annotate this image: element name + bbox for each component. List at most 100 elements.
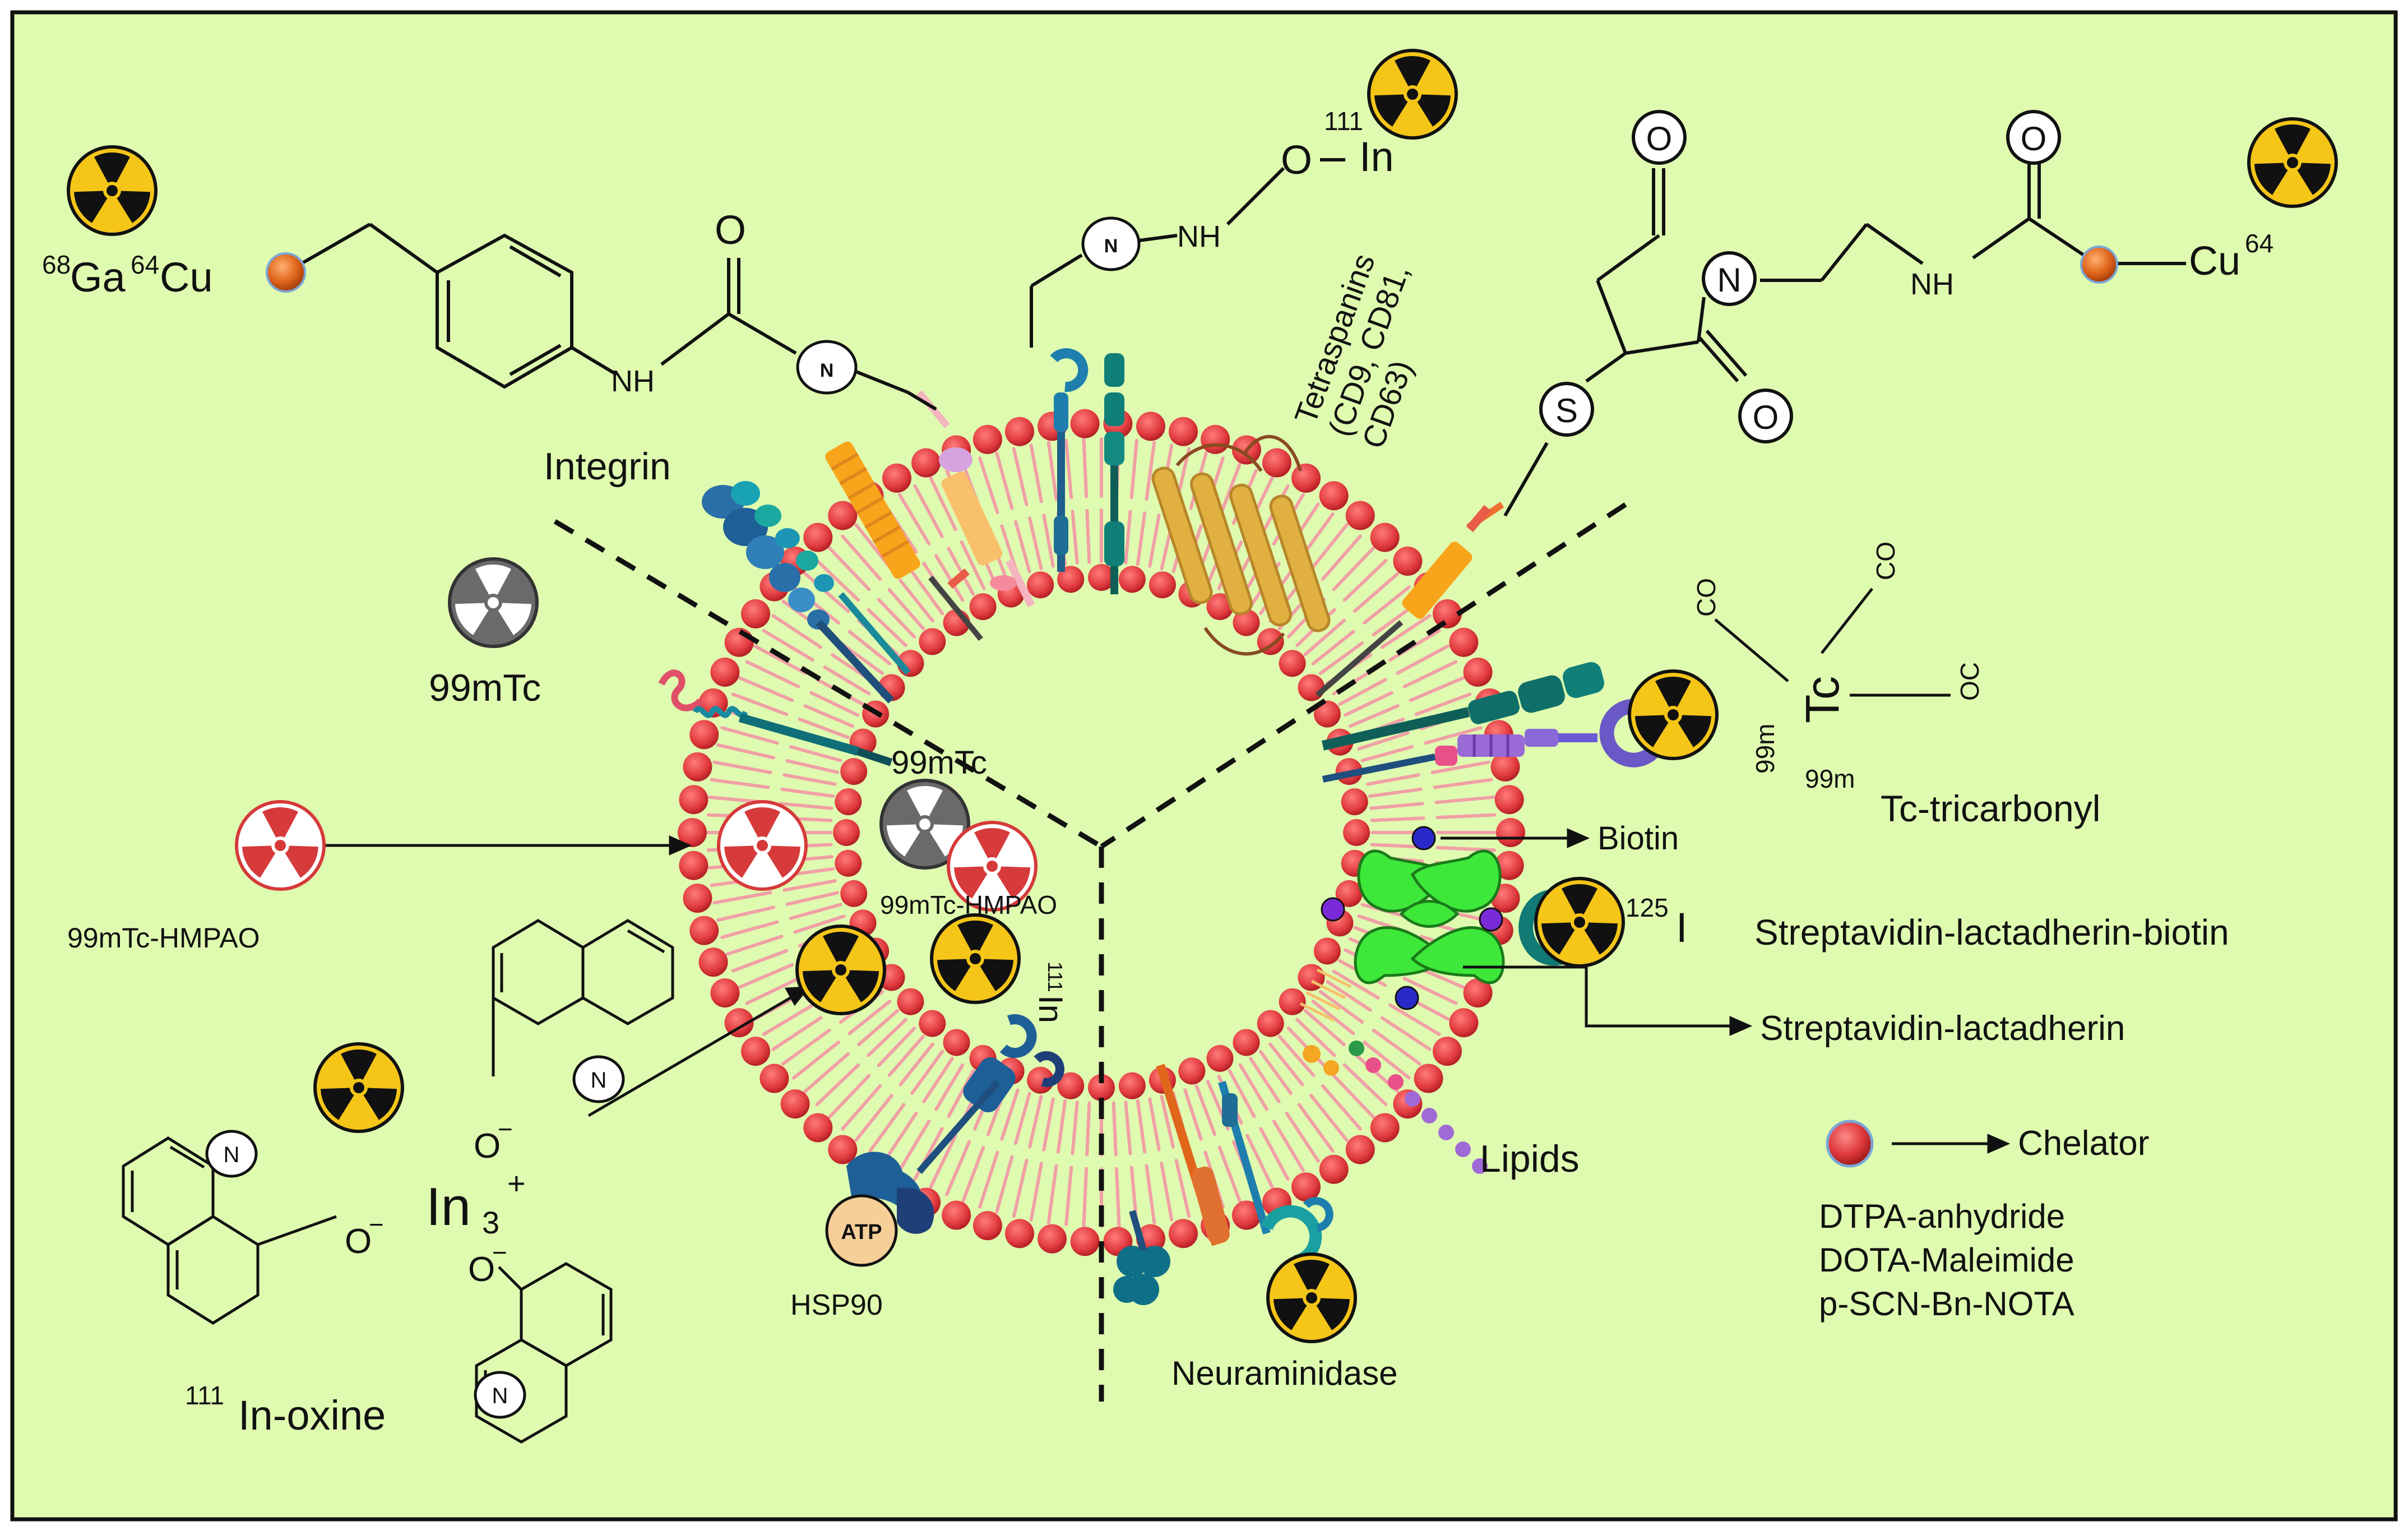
- chem-top: [1030, 158, 1345, 348]
- streptavidin-lactadherin-label: Streptavidin-lactadherin: [1760, 1009, 2125, 1048]
- oxine-left: [122, 1136, 337, 1325]
- in111-label: In: [1359, 133, 1394, 180]
- o-circle-maleimide-bottom: [1738, 389, 1793, 443]
- hsp90-label: HSP90: [790, 1289, 883, 1321]
- o-maleimide-top: O: [1646, 120, 1673, 158]
- receptor-orange-2: [916, 390, 1035, 608]
- chelator-list-3: p-SCN-Bn-NOTA: [1819, 1285, 2074, 1323]
- wavy-receptor: [658, 669, 893, 766]
- o-minus-1: O: [474, 1127, 501, 1166]
- cu-label: Cu: [160, 254, 213, 300]
- i125-label: I: [1676, 904, 1688, 951]
- o-circle-maleimide-top: [1632, 110, 1687, 165]
- n-left: N: [820, 360, 834, 381]
- chem-right: [1503, 163, 2186, 517]
- tc-oc: OC: [1955, 662, 1984, 701]
- o-minus-3-charge: −: [492, 1238, 507, 1267]
- radiation-icon-in111-center: [932, 915, 1019, 1002]
- tc-center-label: 99mTc: [891, 745, 987, 781]
- receptor-purple-right: [1322, 699, 1659, 783]
- hsp90-protein: [846, 1014, 1064, 1234]
- in-oxine-sup: 111: [185, 1381, 224, 1410]
- ga-sup: 68: [42, 250, 71, 279]
- receptor-teal-column: [1104, 353, 1124, 594]
- tc-left-label: 99mTc: [429, 667, 541, 709]
- in3-sub: 3: [482, 1205, 499, 1240]
- n-maleimide: N: [1717, 261, 1741, 299]
- radiation-icon-hmpao-membrane: [719, 802, 806, 889]
- n-circle-quin-2: [205, 1130, 258, 1178]
- chelator-label: Chelator: [2018, 1124, 2149, 1163]
- receptor-teal-right: [1321, 662, 1605, 751]
- in-vertical: In: [1032, 995, 1069, 1023]
- chelator-legend-ball: [1826, 1120, 1874, 1168]
- oxine-top: [492, 919, 674, 1076]
- s-thiol: S: [1555, 392, 1578, 429]
- streptavidin-lactadherin-biotin-label: Streptavidin-lactadherin-biotin: [1754, 912, 2229, 953]
- nh-top: NH: [1177, 220, 1221, 253]
- chelator-list-2: DOTA-Maleimide: [1819, 1241, 2074, 1279]
- cu-sup: 64: [131, 250, 159, 279]
- n-circle-top: [1081, 216, 1141, 271]
- biotin-label: Biotin: [1597, 820, 1679, 857]
- radiation-icon-99mtc-grey: [450, 559, 537, 646]
- o-circle-right: [2006, 110, 2061, 165]
- tetraspanin-protein: [1151, 434, 1331, 656]
- in-oxine-label: In-oxine: [238, 1392, 386, 1439]
- tc-sup: 99m: [1751, 724, 1780, 774]
- tc-complex: CO CO OC Tc 99m: [1692, 542, 1984, 774]
- in-vertical-label: 111 In: [1032, 961, 1069, 1023]
- radiation-icon-membrane-yellow: [797, 926, 885, 1014]
- tc-tricarbonyl-label: Tc-tricarbonyl: [1881, 788, 2100, 829]
- n-quin-1: N: [591, 1068, 607, 1093]
- chelator-ball-right: [2080, 246, 2118, 284]
- o-maleimide-bottom: O: [1753, 399, 1779, 436]
- nh-right: NH: [1910, 267, 1954, 301]
- radiation-icon-oxine: [315, 1044, 402, 1131]
- n-quin-2: N: [224, 1143, 240, 1167]
- lipid-chain: [1299, 968, 1488, 1174]
- integrin-label: Integrin: [544, 445, 671, 488]
- radiation-icon-hmpao-red: [237, 802, 324, 889]
- n-quin-3: N: [492, 1384, 508, 1408]
- chelator-ball-left: [266, 252, 306, 293]
- o-minus-3: O: [468, 1250, 495, 1289]
- radiation-icon-tc-right: [1629, 671, 1717, 759]
- i125-sup: 125: [1626, 893, 1669, 922]
- n-circle-quin-3: [474, 1371, 526, 1419]
- sector-dividers: [553, 502, 1627, 1402]
- o-minus-2-charge: −: [369, 1210, 384, 1239]
- in3-label: In: [426, 1177, 471, 1237]
- nh-left: NH: [611, 364, 655, 398]
- tc-hmpao-center-label: 99mTc-HMPAO: [880, 890, 1057, 919]
- in-vertical-sup: 111: [1044, 961, 1067, 992]
- integrin-protein: [702, 481, 911, 704]
- o-top: O: [1281, 138, 1312, 183]
- radiation-icon-neuraminidase: [1268, 1254, 1355, 1342]
- tc-tricarbonyl-bonds: [1714, 588, 1951, 697]
- o-left: O: [715, 208, 746, 253]
- radiation-icon-cu-right: [2249, 119, 2336, 206]
- ga-label: Ga: [70, 254, 126, 300]
- tc-co-1: CO: [1692, 578, 1721, 617]
- tc-symbol: Tc: [1796, 676, 1849, 723]
- cu-right-sup: 64: [2245, 229, 2273, 258]
- atp-label: ATP: [841, 1220, 882, 1244]
- tc-hmpao-left-label: 99mTc-HMPAO: [67, 922, 260, 954]
- in111-sup: 111: [1324, 107, 1363, 136]
- tc-co-2: CO: [1871, 542, 1900, 580]
- neuraminidase-label: Neuraminidase: [1171, 1354, 1398, 1392]
- in3-sup: +: [507, 1166, 526, 1201]
- n-circle-left: [796, 340, 858, 395]
- atp-circle: [825, 1194, 898, 1267]
- radiation-icon-ga: [68, 147, 156, 234]
- o-minus-1-charge: −: [498, 1115, 513, 1144]
- radiation-icon-i125: [1536, 879, 1623, 966]
- diagram-frame: [10, 10, 2398, 1522]
- s-circle: [1539, 382, 1594, 437]
- lipids-label: Lipids: [1480, 1138, 1580, 1180]
- n-circle-maleimide: [1702, 251, 1757, 306]
- chelator-list-1: DTPA-anhydride: [1819, 1198, 2065, 1235]
